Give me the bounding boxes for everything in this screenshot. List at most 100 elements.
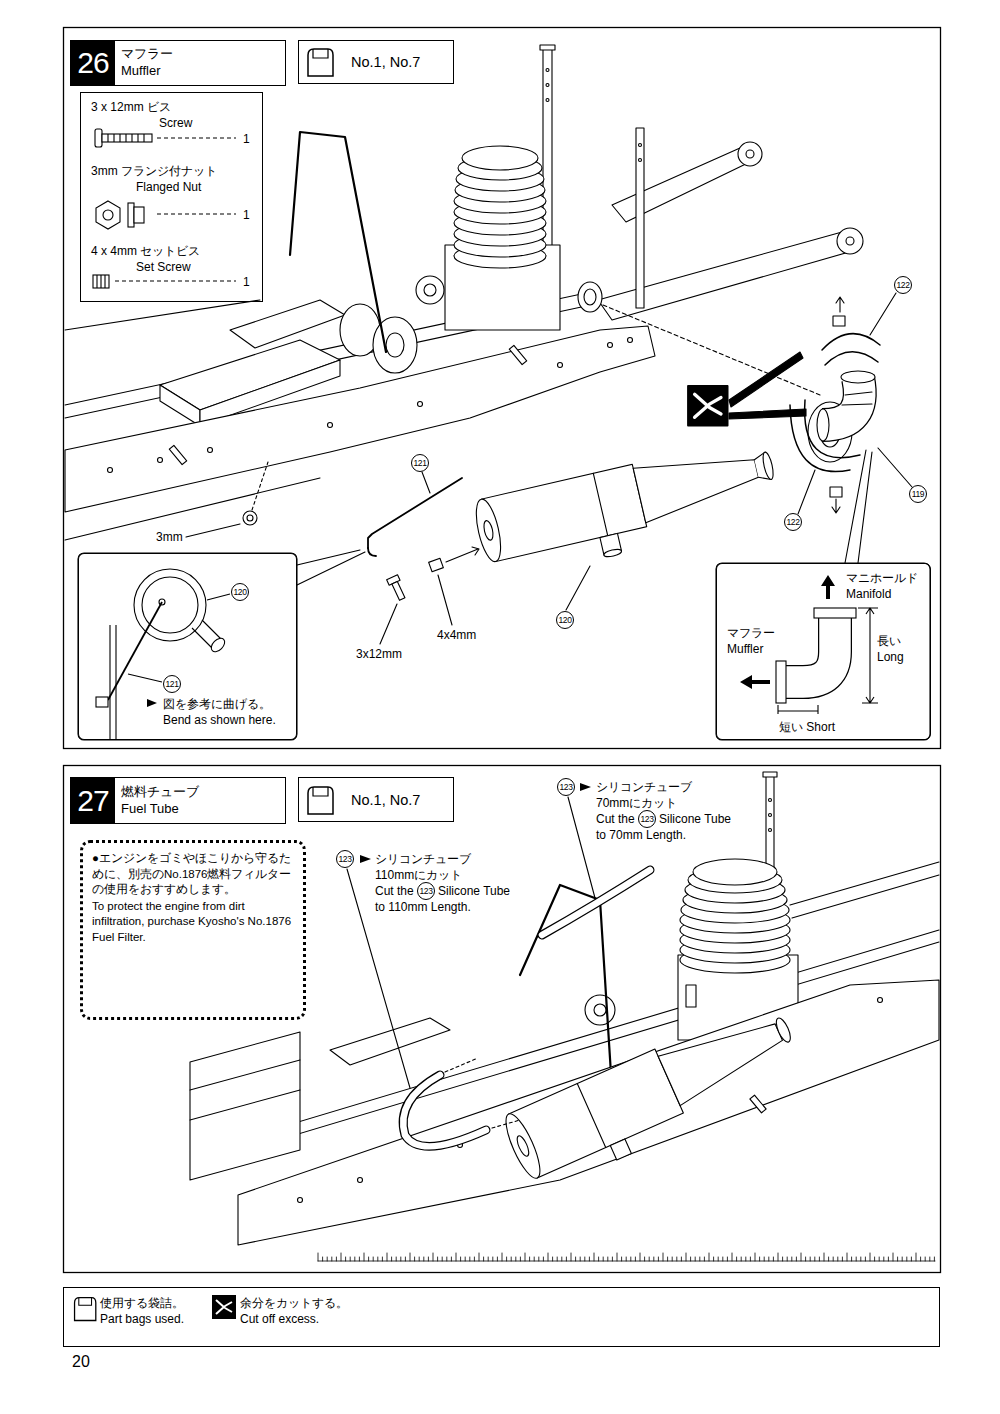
part-name: 3mm フランジ付ナット	[91, 163, 217, 179]
chassis-drawing	[761, 451, 775, 480]
instruction-text: Silicone Tube	[438, 883, 510, 899]
callout-number: 119	[909, 485, 927, 503]
fuel-tube-drawing	[878, 998, 883, 1003]
bend-detail	[209, 636, 227, 654]
elbow-detail	[821, 575, 835, 599]
bend-detail	[108, 602, 162, 700]
chassis-drawing	[558, 363, 563, 368]
chassis-drawing	[387, 575, 408, 602]
fuel-tube-drawing	[318, 1253, 935, 1261]
chassis-drawing	[160, 385, 200, 426]
fuel-tube-drawing	[585, 995, 615, 1025]
elbow-detail	[716, 563, 930, 740]
chassis-drawing	[446, 549, 478, 562]
chassis-drawing	[243, 511, 257, 525]
chassis-drawing	[416, 276, 444, 304]
chassis-drawing	[424, 284, 436, 296]
callout-number: 120	[231, 583, 249, 601]
chassis-drawing	[230, 300, 345, 348]
elbow-detail	[858, 608, 878, 703]
fuel-tube-drawing	[515, 1134, 531, 1157]
fuel-tube-drawing	[769, 799, 772, 802]
chassis-drawing	[546, 69, 549, 72]
parts-icons	[308, 787, 333, 814]
chassis-drawing	[628, 338, 633, 343]
panel-frame	[64, 766, 941, 1273]
chassis-drawing	[418, 402, 423, 407]
bend-detail	[96, 697, 108, 707]
fuel-tube-drawing	[790, 862, 939, 905]
callout-number: 123	[336, 850, 354, 868]
fuel-tube-drawing	[542, 870, 650, 935]
fuel-tube-drawing	[347, 797, 595, 1088]
bend-detail	[147, 699, 157, 707]
chassis-drawing	[833, 316, 845, 326]
chassis-drawing	[841, 371, 875, 383]
fuel-tube-drawing	[445, 1058, 520, 1128]
legend-text: 余分をカットする。 Cut off excess.	[240, 1295, 360, 1327]
callout-number: 123	[557, 778, 575, 796]
instruction-text: to 110mm Length.	[375, 899, 471, 915]
part-qty: 1	[243, 274, 250, 290]
chassis-drawing	[252, 462, 268, 510]
chassis-drawing	[688, 386, 728, 426]
chassis-drawing	[845, 450, 872, 563]
bend-detail	[128, 594, 230, 682]
part-label: 4x4mm	[437, 627, 476, 643]
chassis-drawing	[373, 317, 417, 373]
callout-number: 122	[894, 276, 912, 294]
part-name: Set Screw	[136, 259, 191, 275]
part-qty: 1	[243, 207, 250, 223]
fuel-tube-drawing	[358, 1178, 363, 1183]
direction-label: マニホールド Manifold	[846, 570, 928, 602]
instruction-text: Silicone Tube	[659, 811, 731, 827]
fuel-tube-drawing	[500, 1110, 547, 1182]
chassis-drawing	[546, 84, 549, 87]
bend-detail	[78, 553, 297, 740]
panel-frame	[64, 28, 941, 749]
fuel-tube-drawing	[298, 1198, 303, 1203]
fuel-tube-drawing	[580, 783, 591, 791]
fuel-tube-drawing	[360, 855, 371, 863]
note-box: ●エンジンをゴミやほこりから守るために、別売のNo.1876燃料フィルターの使用…	[80, 840, 306, 1020]
chassis-drawing	[639, 159, 642, 162]
detail-inset: 120121図を参考に曲げる。 Bend as shown here.	[78, 553, 297, 740]
chassis-drawing	[386, 333, 404, 357]
chassis-drawing	[822, 334, 880, 350]
chassis-drawing	[540, 45, 555, 50]
step-number: 26	[71, 41, 115, 85]
elbow-detail	[740, 675, 770, 689]
instruction-text: 図を参考に曲げる。 Bend as shown here.	[163, 696, 294, 728]
fuel-tube-drawing	[773, 1016, 793, 1044]
fuel-tube-drawing	[403, 1075, 486, 1146]
fuel-tube-drawing	[238, 980, 939, 1245]
chassis-drawing	[247, 515, 253, 521]
chassis-drawing	[612, 148, 754, 222]
fuel-tube-drawing	[403, 1075, 486, 1146]
chassis-drawing	[208, 448, 213, 453]
chassis-drawing	[509, 345, 526, 364]
chassis-drawing	[825, 352, 878, 365]
chassis-drawing	[297, 550, 365, 585]
legend-box: 使用する袋詰。 Part bags used.余分をカットする。 Cut off…	[63, 1287, 940, 1347]
bag-box: No.1, No.7	[298, 40, 454, 84]
part-name: 3 x 12mm ビス	[91, 99, 171, 115]
bag-box: No.1, No.7	[298, 777, 454, 822]
bag-number: No.1, No.7	[351, 53, 420, 71]
chassis-drawing	[729, 409, 806, 419]
panel-frame	[64, 28, 941, 1273]
chassis-drawing	[836, 297, 844, 312]
parts-icons	[308, 49, 333, 76]
callout-number: 120	[556, 611, 574, 629]
chassis-drawing	[746, 150, 754, 158]
part-name: Screw	[159, 115, 192, 131]
legend-icons	[212, 1295, 236, 1319]
chassis-drawing	[636, 128, 644, 308]
elbow-detail	[786, 618, 835, 682]
bend-detail	[110, 625, 116, 739]
chassis-drawing	[846, 237, 854, 245]
chassis-drawing	[842, 392, 872, 405]
chassis-drawing	[578, 282, 602, 312]
page-number: 20	[72, 1352, 90, 1372]
chassis-drawing	[392, 581, 405, 600]
